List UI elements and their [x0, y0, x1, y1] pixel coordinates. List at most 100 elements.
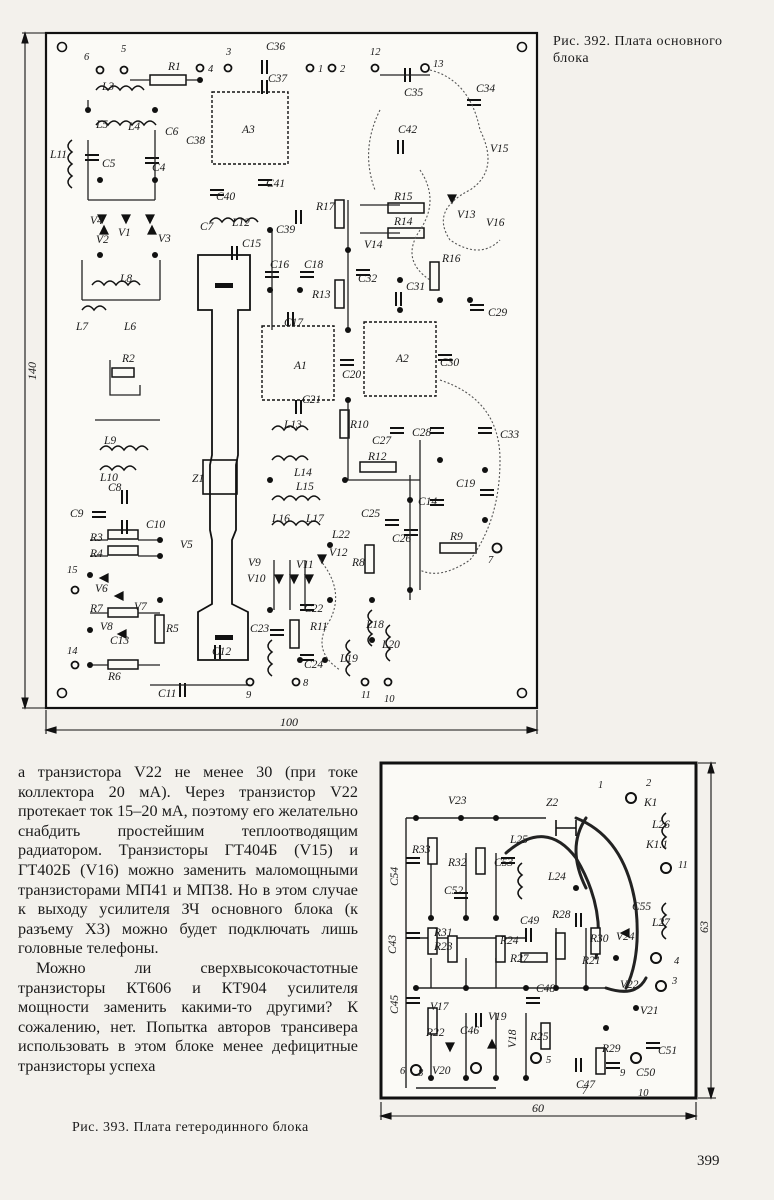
component-label: R7 — [89, 603, 104, 615]
component-label: L25 — [509, 834, 528, 846]
component-label: C52 — [444, 885, 463, 897]
component-label: V23 — [448, 795, 467, 807]
component-label: C30 — [440, 357, 459, 369]
component-label: C53 — [494, 857, 513, 869]
main-board-drawing: 140 100 6 5 4 3 1 2 12 13 15 14 9 8 11 1… — [21, 31, 539, 734]
board-width-dimension: 60 — [532, 1101, 544, 1115]
component-label: V10 — [247, 573, 266, 585]
pad-number: 11 — [678, 860, 688, 871]
component-label: C7 — [200, 221, 215, 233]
body-paragraph: а транзистора V22 не менее 30 (при токе … — [18, 763, 358, 958]
component-label: C16 — [270, 259, 289, 271]
pad-number: 11 — [361, 690, 371, 701]
pad-number: 7 — [582, 1086, 588, 1097]
pad-number: 1 — [318, 64, 323, 75]
figure-392-main-board: 140 100 6 5 4 3 1 2 12 13 15 14 9 8 11 1… — [0, 0, 560, 750]
component-label: V15 — [490, 143, 509, 155]
component-label: C12 — [212, 646, 231, 658]
component-label: L11 — [49, 149, 67, 161]
component-label: R28 — [551, 909, 571, 921]
component-label: L5 — [95, 119, 108, 131]
component-label: V21 — [640, 1005, 659, 1017]
component-label: C40 — [216, 191, 235, 203]
component-label: C47 — [576, 1079, 596, 1091]
component-label: L19 — [339, 653, 358, 665]
component-label: R24 — [499, 935, 519, 947]
component-label: R14 — [393, 216, 413, 228]
component-label: V24 — [616, 931, 635, 943]
pad-number: 3 — [671, 976, 677, 987]
component-label: C26 — [392, 533, 411, 545]
component-label: R9 — [449, 531, 463, 543]
page-number: 399 — [697, 1153, 720, 1169]
component-label: R17 — [315, 201, 336, 213]
component-label: R11 — [309, 621, 328, 633]
component-label: L4 — [127, 121, 140, 133]
component-label: C46 — [460, 1025, 479, 1037]
component-label: C15 — [242, 238, 261, 250]
board-width-dimension: 100 — [280, 715, 298, 729]
component-label: C19 — [456, 478, 475, 490]
component-label: R21 — [581, 955, 601, 967]
component-label: R33 — [411, 844, 431, 856]
component-label: V12 — [329, 547, 348, 559]
component-label: V20 — [432, 1065, 451, 1077]
component-label: C23 — [250, 623, 269, 635]
component-label: R12 — [367, 451, 387, 463]
pad-number: 2 — [340, 64, 346, 75]
component-label: C25 — [361, 508, 380, 520]
component-label: R13 — [311, 289, 331, 301]
component-label: C42 — [398, 124, 417, 136]
component-label: R15 — [393, 191, 413, 203]
component-label: L17 — [305, 513, 325, 525]
component-label: V3 — [158, 233, 171, 245]
component-label: A1 — [293, 360, 307, 372]
pad-number: 3 — [225, 47, 231, 58]
component-label: C20 — [342, 369, 361, 381]
component-label: C28 — [412, 427, 431, 439]
pad-number: 5 — [121, 44, 126, 55]
pad-number: 14 — [67, 646, 78, 657]
component-label: C41 — [266, 178, 285, 190]
component-label: C31 — [406, 281, 425, 293]
figure-392-caption: Рис. 392. Плата основного блока — [553, 34, 723, 66]
component-label: R30 — [589, 933, 609, 945]
pad-number: 6 — [84, 52, 90, 63]
pad-number: 2 — [646, 778, 652, 789]
pad-number: 9 — [620, 1068, 626, 1079]
component-label: C51 — [658, 1045, 677, 1057]
pad-number: 4 — [674, 956, 680, 967]
component-label: C18 — [304, 259, 323, 271]
pad-number: 10 — [384, 694, 395, 705]
component-label: A3 — [241, 124, 255, 136]
component-label: V8 — [100, 621, 113, 633]
component-label: V14 — [364, 239, 383, 251]
pad-number: 15 — [67, 565, 78, 576]
component-label: C11 — [158, 688, 176, 700]
component-label: V22 — [620, 979, 639, 991]
component-label: C14 — [418, 496, 437, 508]
component-label: C29 — [488, 307, 507, 319]
component-label: R1 — [167, 61, 181, 73]
component-label: V4 — [90, 215, 103, 227]
board-height-dimension: 140 — [25, 362, 39, 380]
component-label: L7 — [75, 321, 89, 333]
component-label: L16 — [271, 513, 290, 525]
component-label: C9 — [70, 508, 84, 520]
component-label: R3 — [89, 532, 103, 544]
oscillator-board-drawing: 63 60 — [379, 761, 716, 1120]
component-label: R22 — [425, 1027, 445, 1039]
component-label: L24 — [547, 871, 566, 883]
component-label: C34 — [476, 83, 495, 95]
component-label: A2 — [395, 353, 409, 365]
body-text: а транзистора V22 не менее 30 (при токе … — [18, 763, 358, 1077]
component-label: L8 — [119, 273, 132, 285]
component-label: L9 — [103, 435, 116, 447]
component-label: Z2 — [546, 797, 558, 809]
component-label: R23 — [433, 941, 453, 953]
component-label: C22 — [304, 603, 323, 615]
component-label: V2 — [96, 234, 109, 246]
component-label: V19 — [488, 1011, 507, 1023]
component-label: C48 — [536, 983, 555, 995]
pad-number: 5 — [546, 1055, 551, 1066]
